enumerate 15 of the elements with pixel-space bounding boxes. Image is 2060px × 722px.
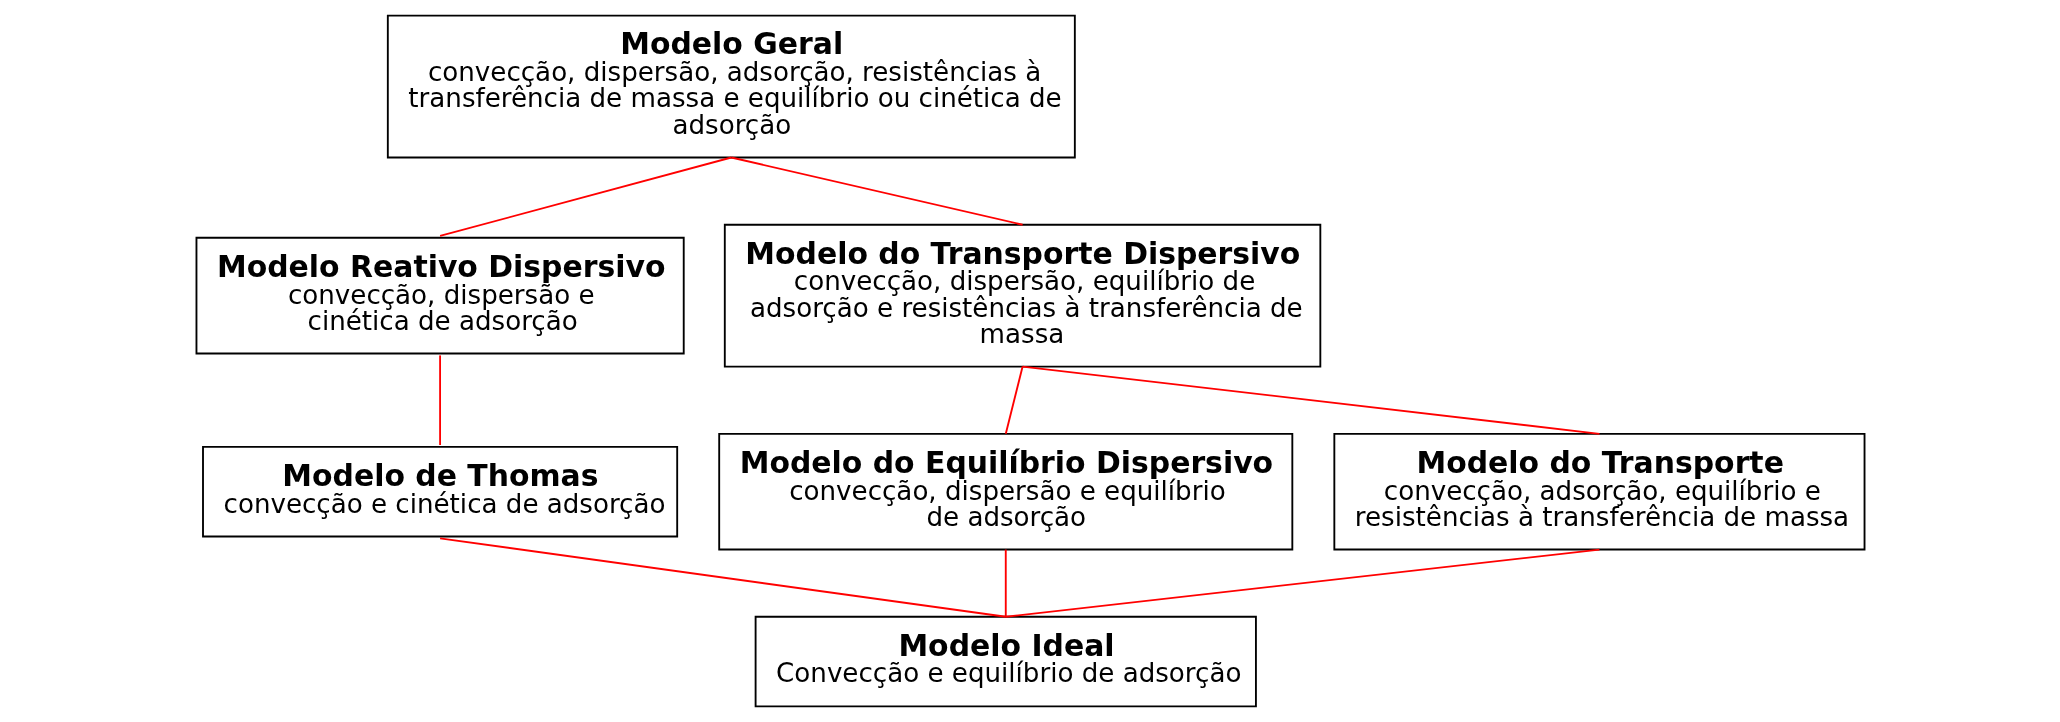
connector: [438, 537, 1007, 618]
connector: [1004, 548, 1600, 618]
node-box: Modelo de Thomas convecção e cinética de adsorção: [201, 445, 678, 538]
connector: [1021, 365, 1600, 435]
node-box: Modelo do Equilíbrio Dispersivo convecção, dispersão e equilíbrio de adsorção: [717, 432, 1293, 551]
connector: [1004, 365, 1023, 435]
connector: [438, 156, 732, 237]
node-box: Modelo Reativo Dispersivo convecção, dispersão e cinética de adsorção: [195, 236, 685, 355]
node-box: Modelo do Transporte convecção, adsorção, equilíbrio e resistências à transferência de massa: [1332, 432, 1865, 551]
connector: [438, 354, 441, 446]
node-box: Modelo Ideal Convecção e equilíbrio de adsorção: [754, 615, 1257, 708]
connector: [729, 156, 1023, 226]
node-box: Modelo Geral convecção, dispersão, adsorção, resistências à transferência de massa e equilíbrio ou cinética de adsorção: [386, 14, 1076, 159]
connector: [1004, 548, 1007, 618]
node-box: Modelo do Transporte Dispersivo convecção, dispersão, equilíbrio de adsorção e resistências à transferência de massa: [723, 223, 1321, 368]
